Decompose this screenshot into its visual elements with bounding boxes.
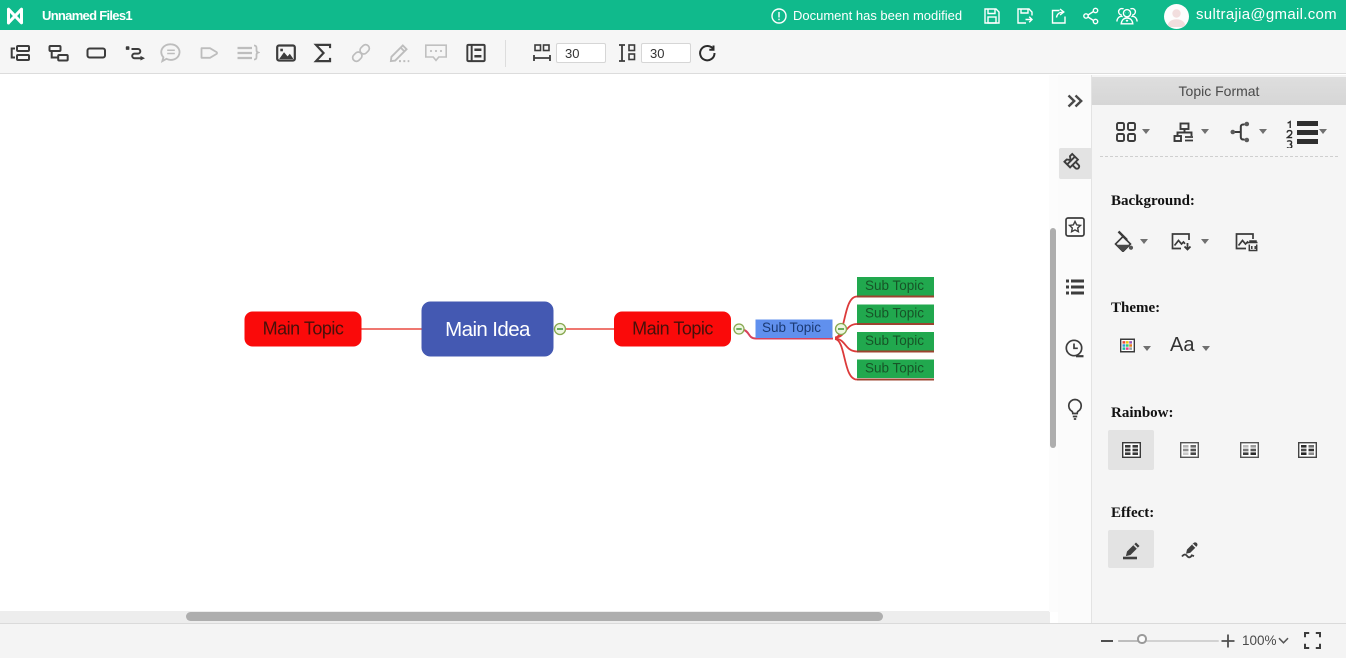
svg-text:Sub Topic: Sub Topic [865, 278, 924, 293]
svg-text:Main Idea: Main Idea [445, 318, 531, 341]
svg-text:Sub Topic: Sub Topic [865, 333, 924, 348]
svg-text:Sub Topic: Sub Topic [762, 320, 821, 335]
svg-text:Main Topic: Main Topic [263, 319, 344, 339]
svg-text:Sub Topic: Sub Topic [865, 361, 924, 376]
svg-text:Main Topic: Main Topic [632, 319, 713, 339]
svg-text:Sub Topic: Sub Topic [865, 306, 924, 321]
